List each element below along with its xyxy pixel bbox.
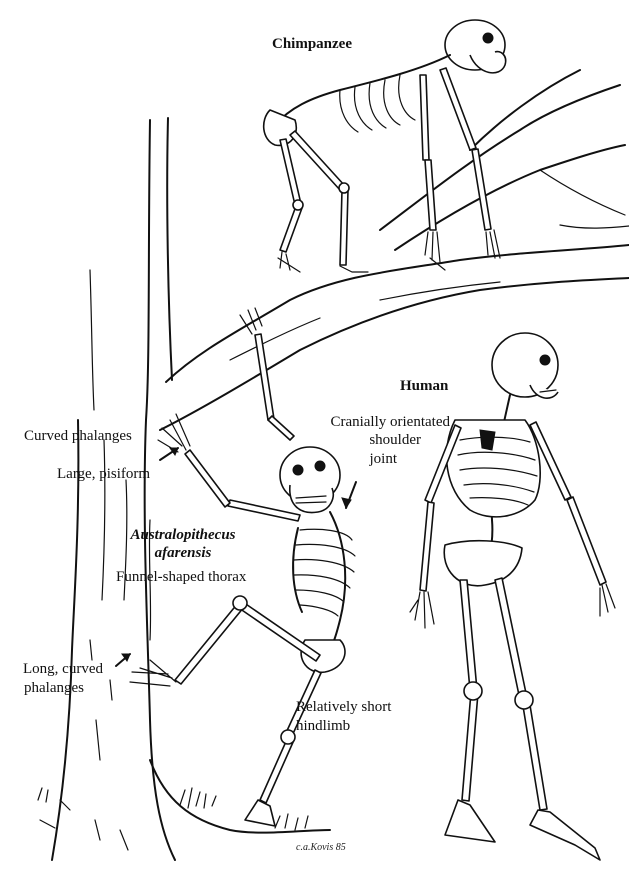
label-short-hindlimb-line1: Relatively short — [296, 699, 391, 716]
label-large-pisiform: Large, pisiform — [57, 466, 150, 483]
label-cranially-line2: shoulder — [300, 432, 421, 449]
label-funnel-shaped-thorax: Funnel-shaped thorax — [116, 569, 246, 586]
label-chimpanzee: Chimpanzee — [272, 36, 352, 53]
artist-signature: c.a.Kovis 85 — [296, 842, 346, 853]
australopithecus-skeleton — [130, 308, 355, 826]
label-long-curved-line2: phalanges — [8, 680, 100, 697]
human-skeleton — [410, 333, 615, 860]
label-species-line1: Australopithecus — [113, 527, 253, 544]
label-species-line2: afarensis — [113, 545, 253, 562]
label-short-hindlimb-line2: hindlimb — [296, 718, 350, 735]
label-human: Human — [400, 378, 448, 395]
label-curved-phalanges: Curved phalanges — [24, 428, 132, 445]
label-cranially-line1: Cranially orientated — [300, 414, 450, 431]
label-cranially-line3: joint — [300, 451, 397, 468]
label-long-curved-line1: Long, curved — [8, 661, 118, 678]
chimpanzee-skeleton — [264, 20, 506, 272]
